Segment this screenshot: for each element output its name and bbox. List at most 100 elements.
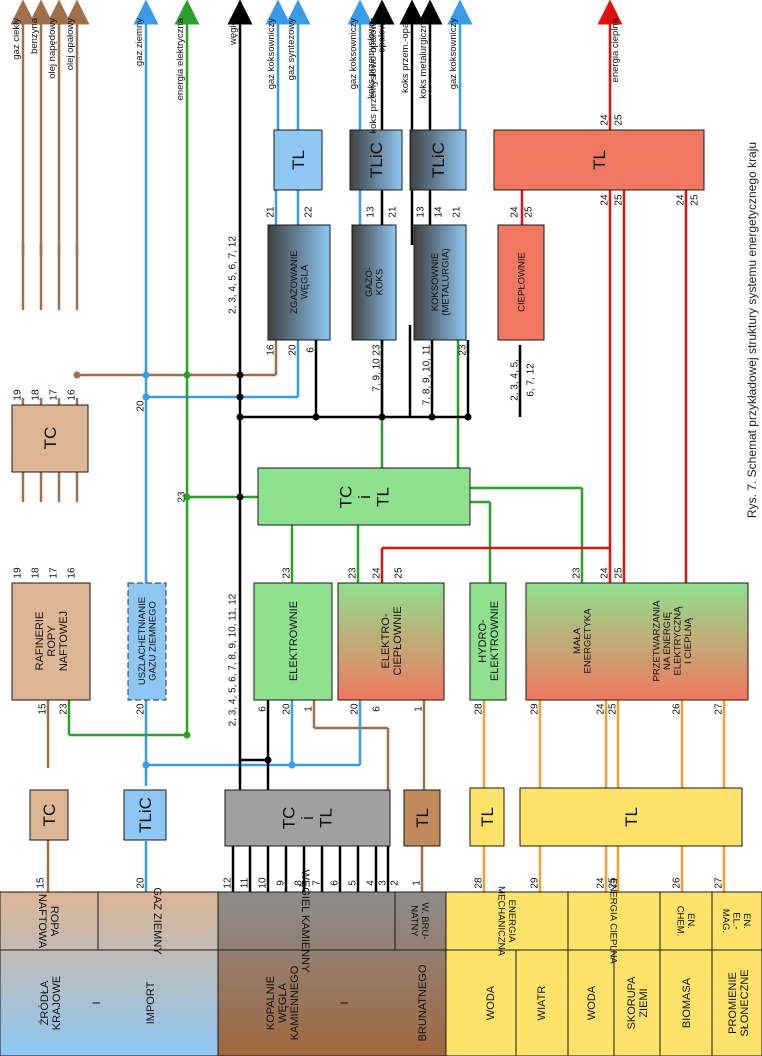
tc-mid-label: TCiTL: [336, 486, 392, 509]
zgazowanie-label: ZGAZOWANIEWĘGLA: [289, 250, 310, 314]
flow-number-n7: 7: [312, 880, 323, 886]
flow-number-n11: 11: [240, 877, 251, 888]
output-label-benzyna: benzyna: [29, 17, 40, 54]
tc-ropa-label: TC: [40, 804, 59, 827]
flow-number-ec23: 23: [348, 567, 359, 579]
output-label-gaz-ciekly: gaz ciekły: [11, 18, 22, 60]
flow-number-n25b: 25: [608, 703, 619, 715]
flow-number-n28b: 28: [474, 703, 485, 715]
tc-tl-wegiel-label: TCiTL: [279, 807, 335, 830]
tlic-ko-label: TLiC: [429, 142, 448, 178]
flow-number-tc16: 16: [67, 389, 78, 401]
flow-number-tc18: 18: [31, 389, 42, 401]
wegiel-kamienny-label: WĘGIEL KAMIENNY: [299, 870, 311, 974]
flow-number-n1b: 1: [304, 706, 315, 712]
flow-number-ko21: 21: [452, 206, 463, 218]
flow-number-h25b: 25: [690, 194, 701, 206]
kopalnie-label: KOPALNIEWĘGLAKAMIENNEGO: [265, 965, 301, 1040]
flow-number-gk23: 23: [372, 344, 383, 356]
zrodla-krajowe: ŹRÓDŁAKRAJOWE: [38, 976, 63, 1030]
flow-number-n29: 29: [530, 877, 541, 889]
flow-number-n8: 8: [294, 880, 305, 886]
flow-number-n25: 25: [608, 877, 619, 889]
en-el-mag-label: EN.EL.-MAG.: [720, 909, 752, 933]
flow-number-h25: 25: [614, 194, 625, 206]
tl-oze-box: [519, 787, 743, 847]
flow-number-ec25: 25: [394, 567, 405, 579]
energia-mechaniczna-label: ENERGIAMECHANICZNA: [495, 886, 516, 956]
flow-number-n12: 12: [223, 877, 234, 889]
flow-number-n6b: 6: [258, 706, 269, 712]
output-label-gaz-ziemny: gaz ziemny: [134, 18, 145, 66]
hydro-label: HYDRO-ELEKTROWNIE: [477, 601, 501, 681]
zgazowanie-box: [267, 224, 331, 341]
en-chem-label: EN.CHEM.: [674, 906, 695, 937]
flow-number-gk21: 21: [388, 206, 399, 218]
source-box-import: [0, 891, 219, 1056]
sep-i-2: I: [339, 1001, 351, 1004]
elektrownie-box: [253, 582, 333, 701]
przetwarzania-label: PRZETWARZANIANA ENERGIĘELEKTRYCZNĄI CIEP…: [652, 600, 694, 682]
tc-tl-wegiel-box: [224, 789, 391, 847]
flow-number-ko13: 13: [416, 206, 427, 218]
flow-number-n9: 9: [276, 880, 287, 886]
output-label-energia-elektryczna: energia elektryczna: [175, 17, 186, 100]
flow-number-z6: 6: [306, 347, 317, 353]
flow-number-t24: 24: [600, 114, 611, 126]
flow-number-n1c: 1: [414, 706, 425, 712]
elektrownie-label: ELEKTROWNIE: [288, 601, 300, 681]
flow-number-n27b: 27: [714, 703, 725, 715]
woda-1-label: WODA: [485, 985, 497, 1020]
tlic-gaz-label: TLiC: [136, 797, 155, 833]
flow-sequence-seq_gk: 7, 9, 10: [372, 358, 383, 392]
flow-number-n29b: 29: [530, 703, 541, 715]
woda-2-label: WODA: [586, 985, 598, 1020]
tl-zg-box: [273, 129, 323, 191]
flow-number-c24: 24: [510, 206, 521, 218]
tlic-gaz-box: [123, 789, 167, 841]
flow-number-n6c: 6: [372, 706, 383, 712]
flow-number-n1: 1: [412, 880, 423, 886]
tlic-gk-label: TLiC: [367, 142, 386, 178]
mala-energetyka-box: [525, 582, 749, 701]
output-label-koks-przem-opal: koks przemysłowo-opałowykoks przemysłowo…: [366, 18, 387, 134]
flow-number-n27: 27: [714, 877, 725, 889]
tl-bru-label: TL: [413, 808, 432, 828]
flow-number-e23: 23: [282, 567, 293, 579]
koksownie-box: [413, 224, 467, 341]
cieplownie-box: [497, 224, 545, 341]
gaz-ziemny-label: GAZ ZIEMNY: [151, 887, 163, 955]
koksownie-label: KOKSOWNIE(METALURGIA): [430, 248, 451, 315]
wegiel-brunatny-label: W. BRU-NATNY: [408, 903, 429, 940]
ropa-label: ROPANAFTOWA: [36, 894, 60, 949]
gazokoks-label: GAZO-KOKS: [364, 267, 385, 297]
flow-number-n10: 10: [258, 877, 269, 889]
flow-number-n24: 24: [596, 877, 607, 889]
flow-number-m25: 25: [614, 567, 625, 579]
hydro-box: [469, 582, 507, 701]
flow-number-n15a: 15: [36, 877, 47, 889]
flow-number-raf18: 18: [31, 567, 42, 579]
tl-oze-label: TL: [622, 807, 641, 827]
flow-number-n23a: 23: [59, 703, 70, 715]
flow-number-n5: 5: [348, 880, 359, 886]
flow-number-n26b: 26: [672, 703, 683, 715]
mala-label: MAŁAENERGETYKA: [572, 608, 593, 674]
tl-heat-box: [493, 129, 705, 191]
tl-woda-box: [469, 787, 505, 847]
brunatnego-label: BRUNATNEGO: [417, 964, 429, 1041]
promienie-label: PROMIENIESŁONECZNE: [727, 969, 751, 1036]
rafinerie-box: [11, 582, 91, 701]
energia-cieplna-src-label: ENERGIA CIEPLNA: [608, 878, 619, 964]
flow-number-n20c: 20: [282, 703, 293, 715]
source-box-coal: [217, 891, 447, 1056]
flow-sequence-seq_c1: 2, 3, 4, 5,: [510, 359, 521, 401]
sep-i-1: I: [91, 1001, 103, 1004]
figure-caption: Rys. 7. Schemat przykładowej struktury s…: [745, 142, 759, 518]
flow-number-n20d: 20: [350, 703, 361, 715]
tl-bru-box: [403, 789, 441, 847]
output-label-energia-cieplna: energia cieplna: [610, 17, 621, 82]
output-label-olej-opalowy: olej opałowy: [65, 18, 76, 71]
tlic-ko-box: [409, 129, 467, 191]
import-label: IMPORT: [145, 981, 157, 1024]
